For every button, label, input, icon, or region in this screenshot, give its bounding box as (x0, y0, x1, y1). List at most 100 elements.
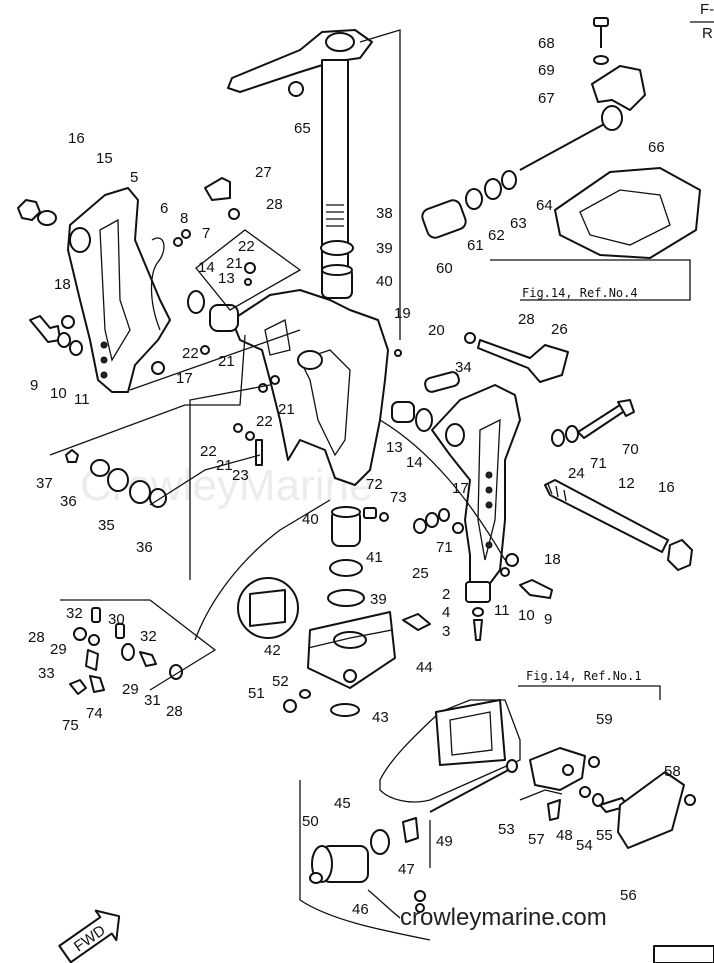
label-23: 23 (232, 467, 249, 484)
label-28d: 28 (166, 703, 183, 720)
pin-34 (424, 371, 460, 393)
leader-lines (49, 29, 691, 941)
label-52: 52 (272, 673, 289, 690)
label-26: 26 (551, 321, 568, 338)
bottom-left-fasteners (69, 607, 183, 695)
label-42: 42 (264, 642, 281, 659)
label-16-right: 16 (658, 479, 675, 496)
bolt-18-left (61, 315, 75, 329)
label-25: 25 (412, 565, 429, 582)
part-labels: 16 15 5 6 8 7 14 13 21 22 27 28 65 38 39… (28, 35, 681, 918)
bolt-28-right (464, 332, 476, 344)
label-36a: 36 (60, 493, 77, 510)
label-32b: 32 (140, 628, 157, 645)
label-60: 60 (436, 260, 453, 277)
label-27: 27 (255, 164, 272, 181)
label-45: 45 (334, 795, 351, 812)
label-49: 49 (436, 833, 453, 850)
label-14-right: 14 (406, 454, 423, 471)
label-54: 54 (576, 837, 593, 854)
label-20: 20 (428, 322, 445, 339)
label-51: 51 (248, 685, 265, 702)
label-17-right: 17 (452, 480, 469, 497)
label-29a: 29 (50, 641, 67, 658)
label-56: 56 (620, 887, 637, 904)
label-22b: 22 (182, 345, 199, 362)
fwd-arrow-icon: FWD (58, 909, 121, 963)
corner-box (653, 945, 714, 963)
washer-43 (330, 703, 360, 717)
label-13-right: 13 (386, 439, 403, 456)
label-58: 58 (664, 763, 681, 780)
bolt-9-left (29, 315, 61, 343)
washer-10-left (57, 332, 71, 348)
label-24: 24 (568, 465, 585, 482)
label-63: 63 (510, 215, 527, 232)
label-28b: 28 (518, 311, 535, 328)
swivel-bracket (231, 289, 389, 486)
label-30: 30 (108, 611, 125, 628)
label-11-right: 11 (494, 602, 510, 619)
bush-13-right (391, 401, 415, 423)
grease-20 (394, 349, 402, 357)
label-48: 48 (556, 827, 573, 844)
lower-mount-42 (307, 611, 396, 689)
right-clamp-bracket (431, 384, 521, 591)
watermark-text: crowleymarine.com (400, 904, 607, 931)
label-4: 4 (442, 604, 450, 621)
label-36b: 36 (136, 539, 153, 556)
label-2: 2 (442, 586, 450, 603)
label-61: 61 (467, 237, 484, 254)
label-71a: 71 (590, 455, 607, 472)
label-53: 53 (498, 821, 515, 838)
label-28c: 28 (28, 629, 45, 646)
label-21c: 21 (278, 401, 295, 418)
label-28a: 28 (266, 196, 283, 213)
block-2 (465, 581, 491, 603)
label-11-left: 11 (74, 391, 90, 408)
tilt-stop-assembly (421, 17, 701, 259)
washer-41 (329, 559, 363, 577)
label-39b: 39 (370, 591, 387, 608)
label-22d: 22 (200, 443, 217, 460)
grease-nipple-17 (151, 361, 165, 375)
bottom-right-parts (519, 747, 696, 849)
washer-39-top (320, 240, 354, 256)
label-64: 64 (536, 197, 553, 214)
through-tube-12 (544, 479, 693, 571)
label-62: 62 (488, 227, 505, 244)
label-68: 68 (538, 35, 555, 52)
label-32a: 32 (66, 605, 83, 622)
label-13-left: 13 (218, 270, 235, 287)
label-37: 37 (36, 475, 53, 492)
corner-text: F- (700, 1, 714, 18)
label-9: 9 (30, 377, 38, 394)
label-33: 33 (38, 665, 55, 682)
label-10-left: 10 (50, 385, 67, 402)
label-70: 70 (622, 441, 639, 458)
detail-inset (237, 577, 299, 639)
label-38: 38 (376, 205, 393, 222)
label-9-right: 9 (544, 611, 552, 628)
label-29b: 29 (122, 681, 139, 698)
label-3: 3 (442, 623, 450, 640)
label-71b: 71 (436, 539, 453, 556)
label-16-left: 16 (68, 130, 85, 147)
corner-text-2: R (702, 25, 713, 42)
washer-11-left (69, 340, 83, 356)
label-18-right: 18 (544, 551, 561, 568)
label-41: 41 (366, 549, 383, 566)
label-66: 66 (648, 139, 665, 156)
label-6: 6 (160, 200, 168, 217)
label-50: 50 (302, 813, 319, 830)
label-40a: 40 (376, 273, 393, 290)
label-31: 31 (144, 692, 161, 709)
lower-housing (379, 699, 521, 813)
label-67: 67 (538, 90, 555, 107)
label-22a: 22 (238, 238, 255, 255)
reference-fig14-ref1: Fig.14, Ref.No.1 (526, 669, 642, 683)
label-46: 46 (352, 901, 369, 918)
label-14-left: 14 (198, 259, 215, 276)
label-19: 19 (394, 305, 411, 322)
